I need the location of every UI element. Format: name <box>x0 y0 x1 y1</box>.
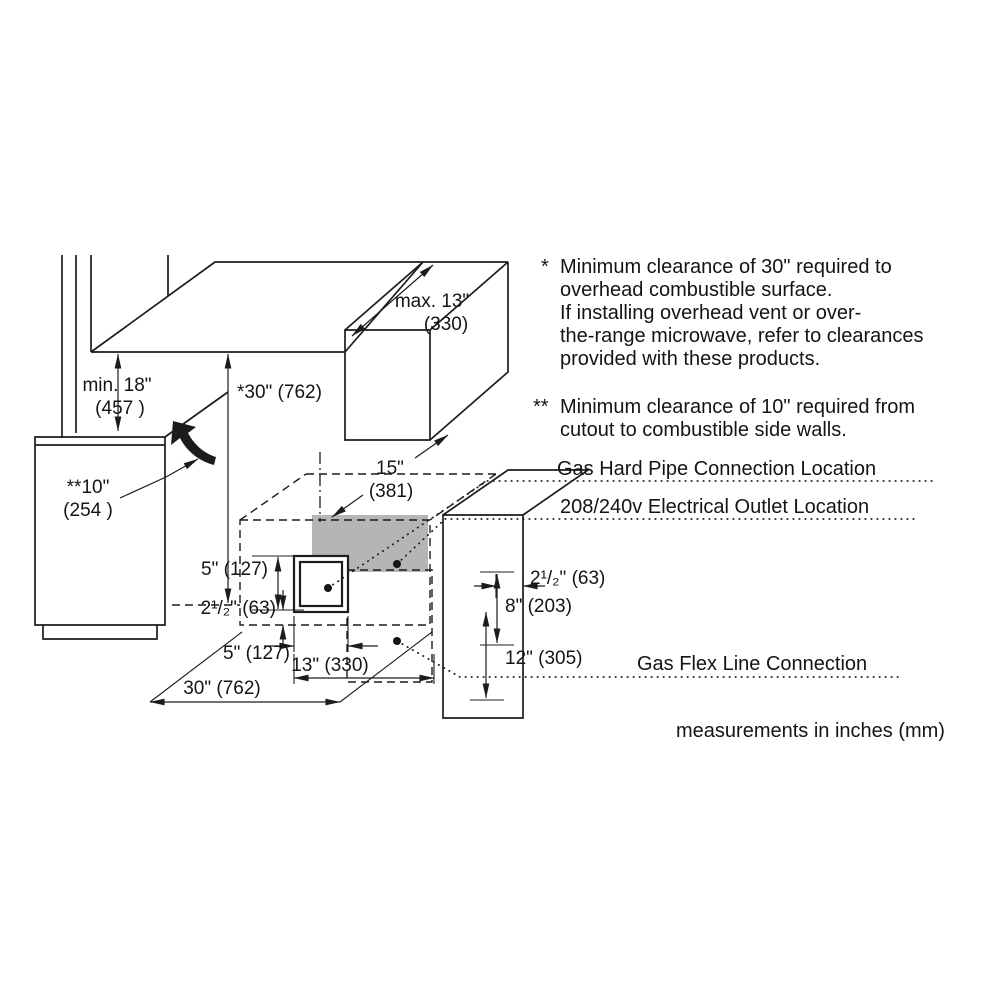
label-2half-right: 2¹/₂" (63) <box>530 568 605 589</box>
note2-line2: cutout to combustible side walls. <box>560 419 847 441</box>
label-12: 12" (305) <box>505 648 583 669</box>
gas-flex-zone <box>346 569 433 683</box>
note1-line1: Minimum clearance of 30" required to <box>560 256 892 278</box>
label-max13-mm: (330) <box>424 314 468 335</box>
label-10-mm: (254 ) <box>63 500 113 521</box>
overhead-cabinet-cube <box>344 261 509 441</box>
electrical-outlet-leader <box>396 518 917 565</box>
note-overhead-clearance: Minimum clearance of 30" required to ove… <box>560 256 960 371</box>
callout-gas-flex: Gas Flex Line Connection <box>637 653 867 675</box>
label-2half-left: 2¹/₂" (63) <box>201 598 276 619</box>
left-base-cabinet <box>34 391 229 640</box>
dim-13 <box>293 654 435 684</box>
dim-12 <box>470 611 504 701</box>
dim-15-arrow-right <box>414 434 449 459</box>
label-15: 15" <box>376 458 404 479</box>
callout-gas-hard-pipe: Gas Hard Pipe Connection Location <box>557 458 876 480</box>
label-5-bottom: 5" (127) <box>223 643 290 664</box>
callout-electrical-outlet: 208/240v Electrical Outlet Location <box>560 496 869 518</box>
label-8: 8" (203) <box>505 596 572 617</box>
label-min18-mm: (457 ) <box>95 398 145 419</box>
note1-line2: overhead combustible surface. <box>560 279 833 301</box>
note1-line3: If installing overhead vent or over- <box>560 302 862 324</box>
note2-line1: Minimum clearance of 10" required from <box>560 396 916 418</box>
dim-10-leader-arrow <box>119 458 199 499</box>
label-30-clearance: *30" (762) <box>237 382 322 403</box>
gas-hard-pipe-leader <box>327 480 933 589</box>
cutout-outline <box>239 473 497 626</box>
wall-chimney <box>61 255 169 438</box>
gas-hard-pipe-square <box>292 554 350 614</box>
label-max13: max. 13" <box>395 291 469 312</box>
dim-5-bottom <box>264 616 378 652</box>
dim-30-width <box>149 631 433 706</box>
note1-marker: * <box>541 256 549 278</box>
label-30-width: 30" (762) <box>183 678 261 699</box>
gas-flex-leader <box>396 640 901 678</box>
label-5-left: 5" (127) <box>201 559 268 580</box>
note1-line4: the-range microwave, refer to clearances <box>560 325 924 347</box>
label-13: 13" (330) <box>291 655 369 676</box>
curved-arrow <box>171 421 216 465</box>
note2-marker: ** <box>533 396 549 418</box>
dim-max13-arrow <box>351 264 434 337</box>
dim-15-arrow-left <box>331 494 364 518</box>
label-min18: min. 18" <box>82 375 151 396</box>
footer-units-note: measurements in inches (mm) <box>676 720 945 742</box>
right-base-cabinet <box>442 469 591 719</box>
label-10: **10" <box>67 477 110 498</box>
label-15-mm: (381) <box>369 481 413 502</box>
dim-5-left <box>252 555 304 611</box>
note-side-wall-clearance: Minimum clearance of 10" required from c… <box>560 396 960 442</box>
note1-line5: provided with these products. <box>560 348 821 370</box>
